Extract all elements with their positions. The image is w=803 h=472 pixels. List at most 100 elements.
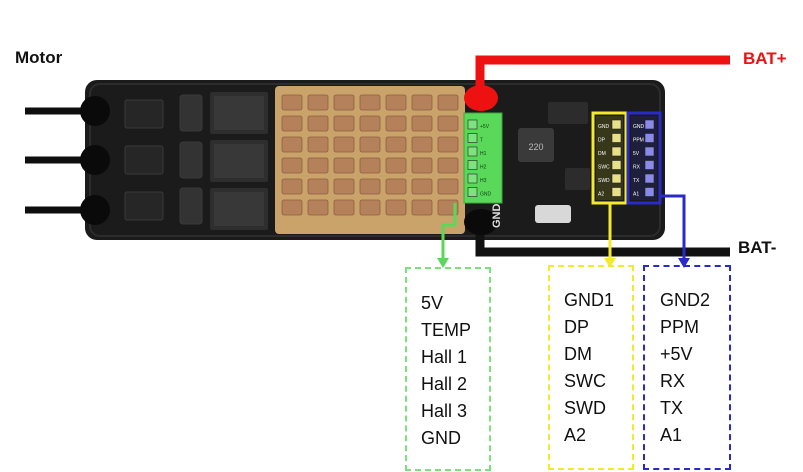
header-pin bbox=[644, 187, 655, 197]
header-pin bbox=[467, 173, 478, 184]
pin-silkscreen: RX bbox=[633, 165, 641, 171]
bat-plus-lead bbox=[464, 55, 730, 111]
capacitor bbox=[437, 178, 459, 195]
debug-pin-label: SWD bbox=[564, 398, 606, 418]
capacitor bbox=[333, 157, 355, 174]
capacitor bbox=[437, 157, 459, 174]
header-pin bbox=[611, 146, 622, 157]
pin-silkscreen: DM bbox=[598, 151, 606, 157]
uart-pin-label: RX bbox=[660, 371, 686, 391]
uart-pin-label: A1 bbox=[660, 425, 683, 445]
capacitor bbox=[437, 136, 459, 153]
gate-driver-chips bbox=[124, 94, 203, 225]
mosfets bbox=[210, 92, 268, 230]
hall-pin-label: Hall 3 bbox=[421, 401, 468, 421]
debug-pin-label: A2 bbox=[564, 425, 587, 445]
pin-silkscreen: A2 bbox=[598, 192, 604, 198]
header-pin bbox=[644, 146, 655, 157]
capacitor bbox=[437, 115, 459, 132]
pin-silkscreen: DP bbox=[598, 138, 606, 144]
pin-silkscreen: +5V bbox=[480, 124, 490, 130]
capacitor bbox=[437, 94, 459, 111]
header-pin bbox=[467, 146, 478, 157]
gnd-silkscreen: GND bbox=[491, 204, 503, 229]
uart-pin-label: GND2 bbox=[660, 290, 711, 310]
capacitor bbox=[437, 199, 459, 216]
uart-leader bbox=[660, 194, 686, 262]
capacitor-bank bbox=[281, 94, 459, 216]
uart-pin-label: +5V bbox=[660, 344, 693, 364]
pin-silkscreen: T bbox=[480, 138, 483, 144]
header-pin bbox=[611, 133, 622, 143]
hall-pin-label: TEMP bbox=[421, 320, 472, 340]
pin-silkscreen: GND bbox=[633, 124, 645, 130]
hall-pin-box bbox=[405, 267, 491, 471]
uart-header bbox=[626, 111, 662, 205]
debug-pin-box bbox=[548, 265, 634, 470]
debug-pin-label: GND1 bbox=[564, 290, 615, 310]
capacitor bbox=[359, 178, 381, 195]
capacitor bbox=[281, 94, 303, 111]
bat-minus-lead bbox=[464, 209, 730, 257]
bat-plus-pad bbox=[464, 85, 498, 111]
capacitor bbox=[359, 199, 381, 216]
inductor-label: 220 bbox=[528, 142, 543, 152]
header-pin bbox=[611, 119, 622, 130]
uart-pin-label: PPM bbox=[660, 317, 700, 337]
capacitor bbox=[385, 115, 407, 132]
debug-pin-label: SWC bbox=[564, 371, 606, 391]
capacitor bbox=[281, 136, 303, 153]
capacitor bbox=[359, 94, 381, 111]
header-pin bbox=[467, 133, 478, 143]
header-pin bbox=[611, 160, 622, 170]
capacitor bbox=[411, 199, 433, 216]
pin-silkscreen: PPM bbox=[633, 138, 644, 144]
capacitor bbox=[411, 94, 433, 111]
header-pin bbox=[467, 160, 478, 170]
header-pin bbox=[644, 160, 655, 170]
bat-minus-pad bbox=[464, 209, 498, 235]
capacitor bbox=[385, 199, 407, 216]
header-pin bbox=[467, 119, 478, 130]
header-pin bbox=[467, 187, 478, 197]
regulator bbox=[565, 168, 590, 190]
bat-minus-label: BAT- bbox=[738, 238, 777, 257]
pin-silkscreen: 5V bbox=[633, 151, 640, 157]
capacitor bbox=[281, 178, 303, 195]
pin-silkscreen: H2 bbox=[480, 165, 487, 171]
capacitor bbox=[411, 157, 433, 174]
uart-pin-label: TX bbox=[660, 398, 684, 418]
header-pin bbox=[644, 173, 655, 184]
pin-silkscreen: SWD bbox=[598, 178, 610, 184]
hall-leader bbox=[441, 203, 457, 262]
motor-wires bbox=[25, 96, 110, 225]
capacitor bbox=[411, 115, 433, 132]
debug-pin-label: DP bbox=[564, 317, 590, 337]
hall-pin-label: Hall 1 bbox=[421, 347, 468, 367]
pin-silkscreen: SWC bbox=[598, 165, 610, 171]
capacitor bbox=[359, 115, 381, 132]
capacitor bbox=[281, 199, 303, 216]
capacitor bbox=[281, 157, 303, 174]
capacitor bbox=[333, 199, 355, 216]
motor-pad-a bbox=[80, 96, 110, 126]
capacitor bbox=[385, 178, 407, 195]
capacitor bbox=[411, 136, 433, 153]
capacitor bbox=[333, 94, 355, 111]
capacitor bbox=[307, 94, 329, 111]
mcu-chip bbox=[548, 102, 588, 124]
capacitor bbox=[333, 115, 355, 132]
hall-pin-label: 5V bbox=[421, 293, 444, 313]
pin-silkscreen: TX bbox=[633, 178, 640, 184]
pin-silkscreen: H1 bbox=[480, 151, 487, 157]
capacitor bbox=[333, 136, 355, 153]
capacitor bbox=[385, 157, 407, 174]
header-pin bbox=[644, 133, 655, 143]
capacitor bbox=[307, 157, 329, 174]
capacitor bbox=[307, 178, 329, 195]
